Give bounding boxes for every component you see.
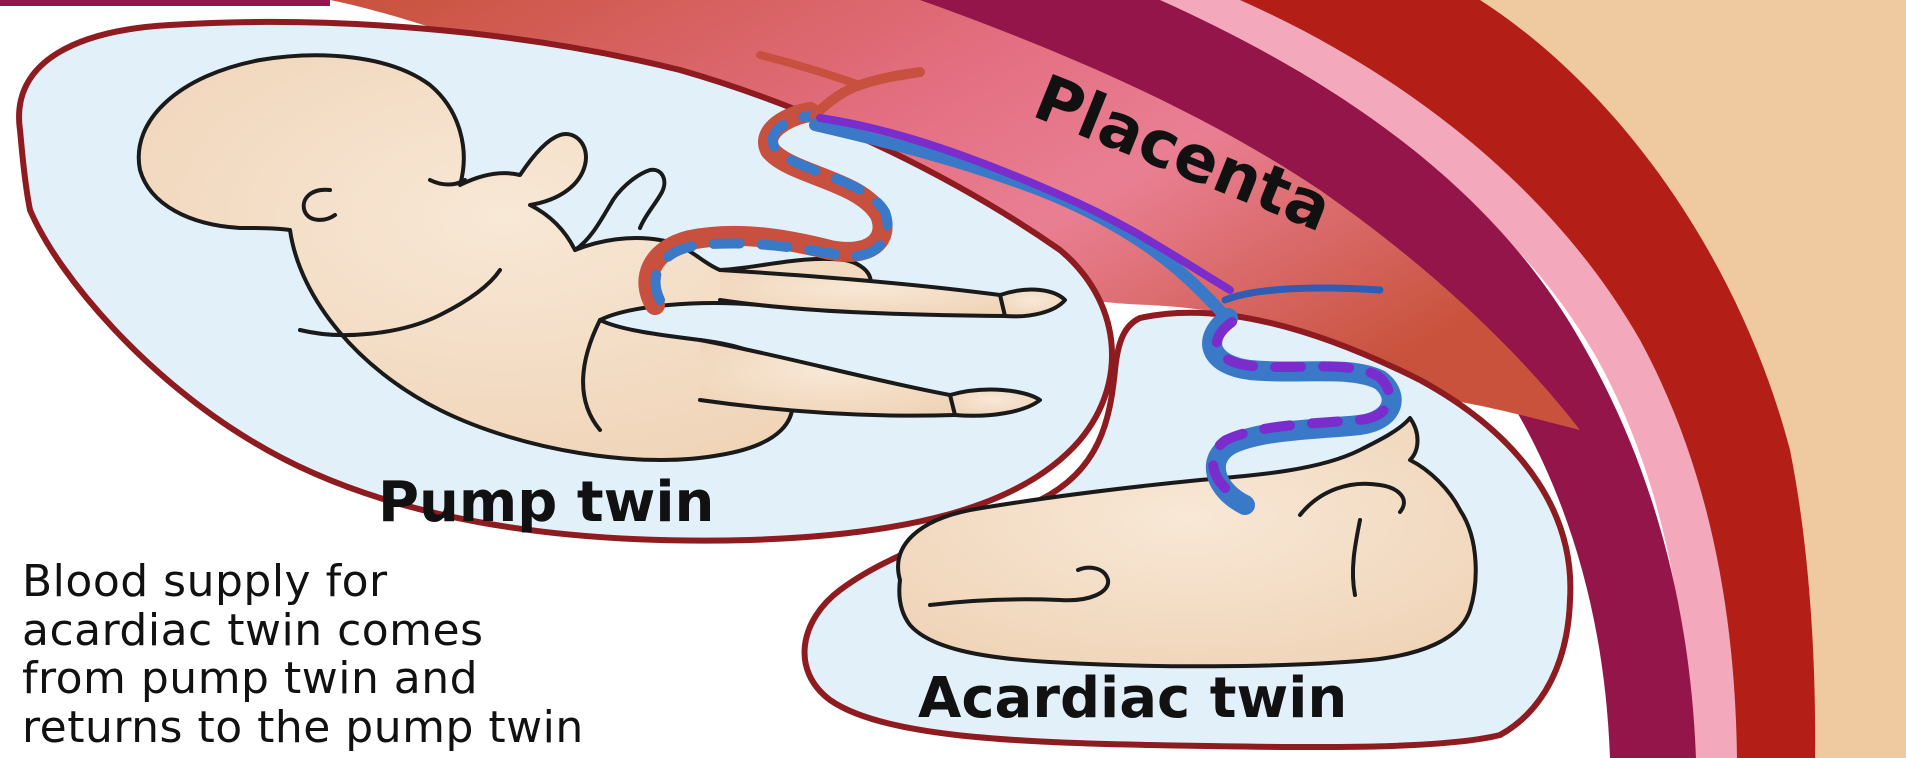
blood-supply-caption: Blood supply for acardiac twin comes fro… <box>22 558 822 752</box>
top-border-strip <box>0 0 330 6</box>
caption-line: returns to the pump twin <box>22 704 822 753</box>
caption-line: from pump twin and <box>22 655 822 704</box>
caption-line: Blood supply for <box>22 558 822 607</box>
acardiac-twin-label: Acardiac twin <box>918 666 1347 731</box>
pump-twin-label: Pump twin <box>378 470 714 535</box>
caption-line: acardiac twin comes <box>22 607 822 656</box>
